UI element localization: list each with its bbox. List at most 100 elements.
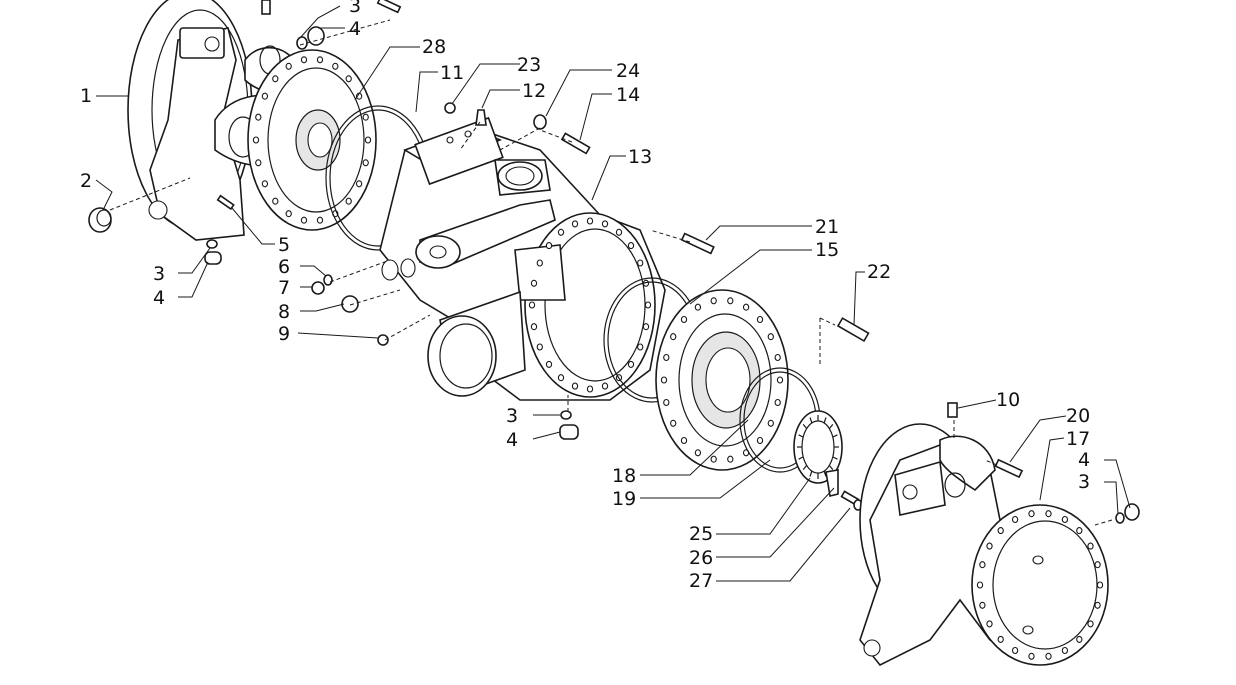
bolt-hole bbox=[355, 180, 363, 188]
gear-tooth bbox=[809, 417, 813, 424]
bolt-hole bbox=[756, 315, 764, 324]
bolt-hole bbox=[1045, 510, 1052, 518]
bolt-hole bbox=[272, 197, 279, 205]
callout-4-left: 4 bbox=[153, 287, 165, 309]
callout-28: 28 bbox=[422, 36, 446, 58]
bolt-hole bbox=[644, 301, 652, 309]
bolt-27 bbox=[840, 490, 863, 511]
bolt-hole bbox=[742, 303, 750, 311]
bolt-hole bbox=[680, 315, 688, 324]
gear-tooth bbox=[809, 470, 813, 477]
bolt-hole bbox=[615, 228, 623, 236]
bolt-hole bbox=[663, 398, 670, 407]
bolt-hole bbox=[1094, 601, 1101, 609]
bolt-hole bbox=[536, 259, 543, 267]
bolt-hole bbox=[710, 455, 717, 463]
callout-4-mid: 4 bbox=[506, 429, 518, 451]
callout-4-top: 4 bbox=[349, 18, 361, 40]
bolt-hole bbox=[986, 620, 993, 628]
planet-carrier-18 bbox=[655, 289, 789, 471]
callout-2: 2 bbox=[80, 170, 92, 192]
bolt-hole bbox=[300, 216, 308, 224]
bolt-hole bbox=[670, 333, 677, 341]
bolt-hole bbox=[255, 113, 262, 121]
bolt-hole bbox=[261, 92, 269, 100]
bolt-hole bbox=[1087, 620, 1094, 628]
gear-tooth bbox=[823, 417, 827, 424]
bolt-hole bbox=[557, 228, 565, 236]
bolt-hole bbox=[694, 303, 702, 311]
bolt-hole bbox=[285, 62, 292, 70]
callout-3-left: 3 bbox=[153, 263, 165, 285]
bolt-hole bbox=[660, 376, 668, 384]
callout-5: 5 bbox=[278, 234, 290, 256]
bolt-hole bbox=[528, 301, 536, 309]
bolt-hole bbox=[1045, 652, 1052, 660]
bolt-hole bbox=[571, 382, 579, 390]
bolt-hole bbox=[252, 136, 260, 144]
bolt-hole bbox=[1096, 581, 1104, 589]
bolt-hole bbox=[997, 527, 1004, 535]
bolt-hole bbox=[1061, 646, 1069, 655]
callout-labels: 1 2 3 4 3 4 5 6 7 8 9 10 11 12 13 14 15 … bbox=[80, 0, 1090, 592]
bolt-hole bbox=[1011, 515, 1019, 524]
central-housing bbox=[379, 116, 666, 401]
gear-tooth bbox=[802, 465, 808, 470]
bolt-hole bbox=[571, 220, 579, 228]
bolt-hole bbox=[345, 75, 352, 83]
bolt-hole bbox=[536, 343, 543, 351]
gear-tooth bbox=[798, 456, 804, 460]
bolt-hole bbox=[316, 216, 324, 224]
bolt-hole bbox=[530, 279, 538, 287]
bolt-hole bbox=[332, 62, 339, 70]
bolt-hole bbox=[345, 197, 352, 205]
bolt-hole bbox=[727, 297, 734, 305]
callout-17: 17 bbox=[1066, 428, 1090, 450]
bolt-hole bbox=[637, 259, 644, 267]
bolt-hole bbox=[1061, 515, 1069, 524]
callout-12: 12 bbox=[522, 80, 546, 102]
bolt-hole bbox=[586, 217, 594, 225]
bolt-hole bbox=[1076, 635, 1083, 643]
callout-6: 6 bbox=[278, 256, 290, 278]
callout-4-right: 4 bbox=[1078, 449, 1090, 471]
ring-gear-25 bbox=[793, 410, 843, 484]
bolt-hole bbox=[586, 385, 594, 393]
bolt-hole bbox=[979, 561, 986, 569]
bolt-hole bbox=[670, 419, 677, 427]
callout-3-mid: 3 bbox=[506, 405, 518, 427]
callout-18: 18 bbox=[612, 465, 636, 487]
gear-tooth bbox=[802, 424, 808, 429]
bolt-hole bbox=[545, 242, 553, 250]
bolt-hole bbox=[364, 136, 372, 144]
bolt-hole bbox=[285, 210, 292, 218]
callout-27: 27 bbox=[689, 570, 713, 592]
callout-26: 26 bbox=[689, 547, 713, 569]
bolt-hole bbox=[774, 353, 781, 362]
gear-tooth bbox=[832, 456, 838, 460]
callout-15: 15 bbox=[815, 239, 839, 261]
leader-lines bbox=[95, 5, 1131, 582]
callout-25: 25 bbox=[689, 523, 713, 545]
callout-9: 9 bbox=[278, 323, 290, 345]
bolt-hole bbox=[663, 353, 670, 362]
gear-tooth bbox=[832, 434, 838, 438]
bolt-hole bbox=[1028, 652, 1035, 660]
gear-tooth bbox=[823, 470, 827, 477]
bolt-hole bbox=[986, 542, 993, 550]
callout-22: 22 bbox=[867, 261, 891, 283]
right-knuckle-arm bbox=[859, 423, 1109, 667]
bolt-hole bbox=[756, 436, 764, 445]
bolt-hole bbox=[261, 180, 269, 188]
bolt-hole bbox=[627, 242, 635, 250]
callout-24: 24 bbox=[616, 60, 640, 82]
small-parts bbox=[88, 0, 1140, 524]
callout-14: 14 bbox=[616, 84, 640, 106]
bolt-hole bbox=[767, 333, 774, 341]
bolt-hole bbox=[694, 449, 702, 457]
bolt-hole bbox=[316, 56, 324, 64]
bolt-hole bbox=[680, 436, 688, 445]
left-flange-plate bbox=[247, 49, 377, 231]
